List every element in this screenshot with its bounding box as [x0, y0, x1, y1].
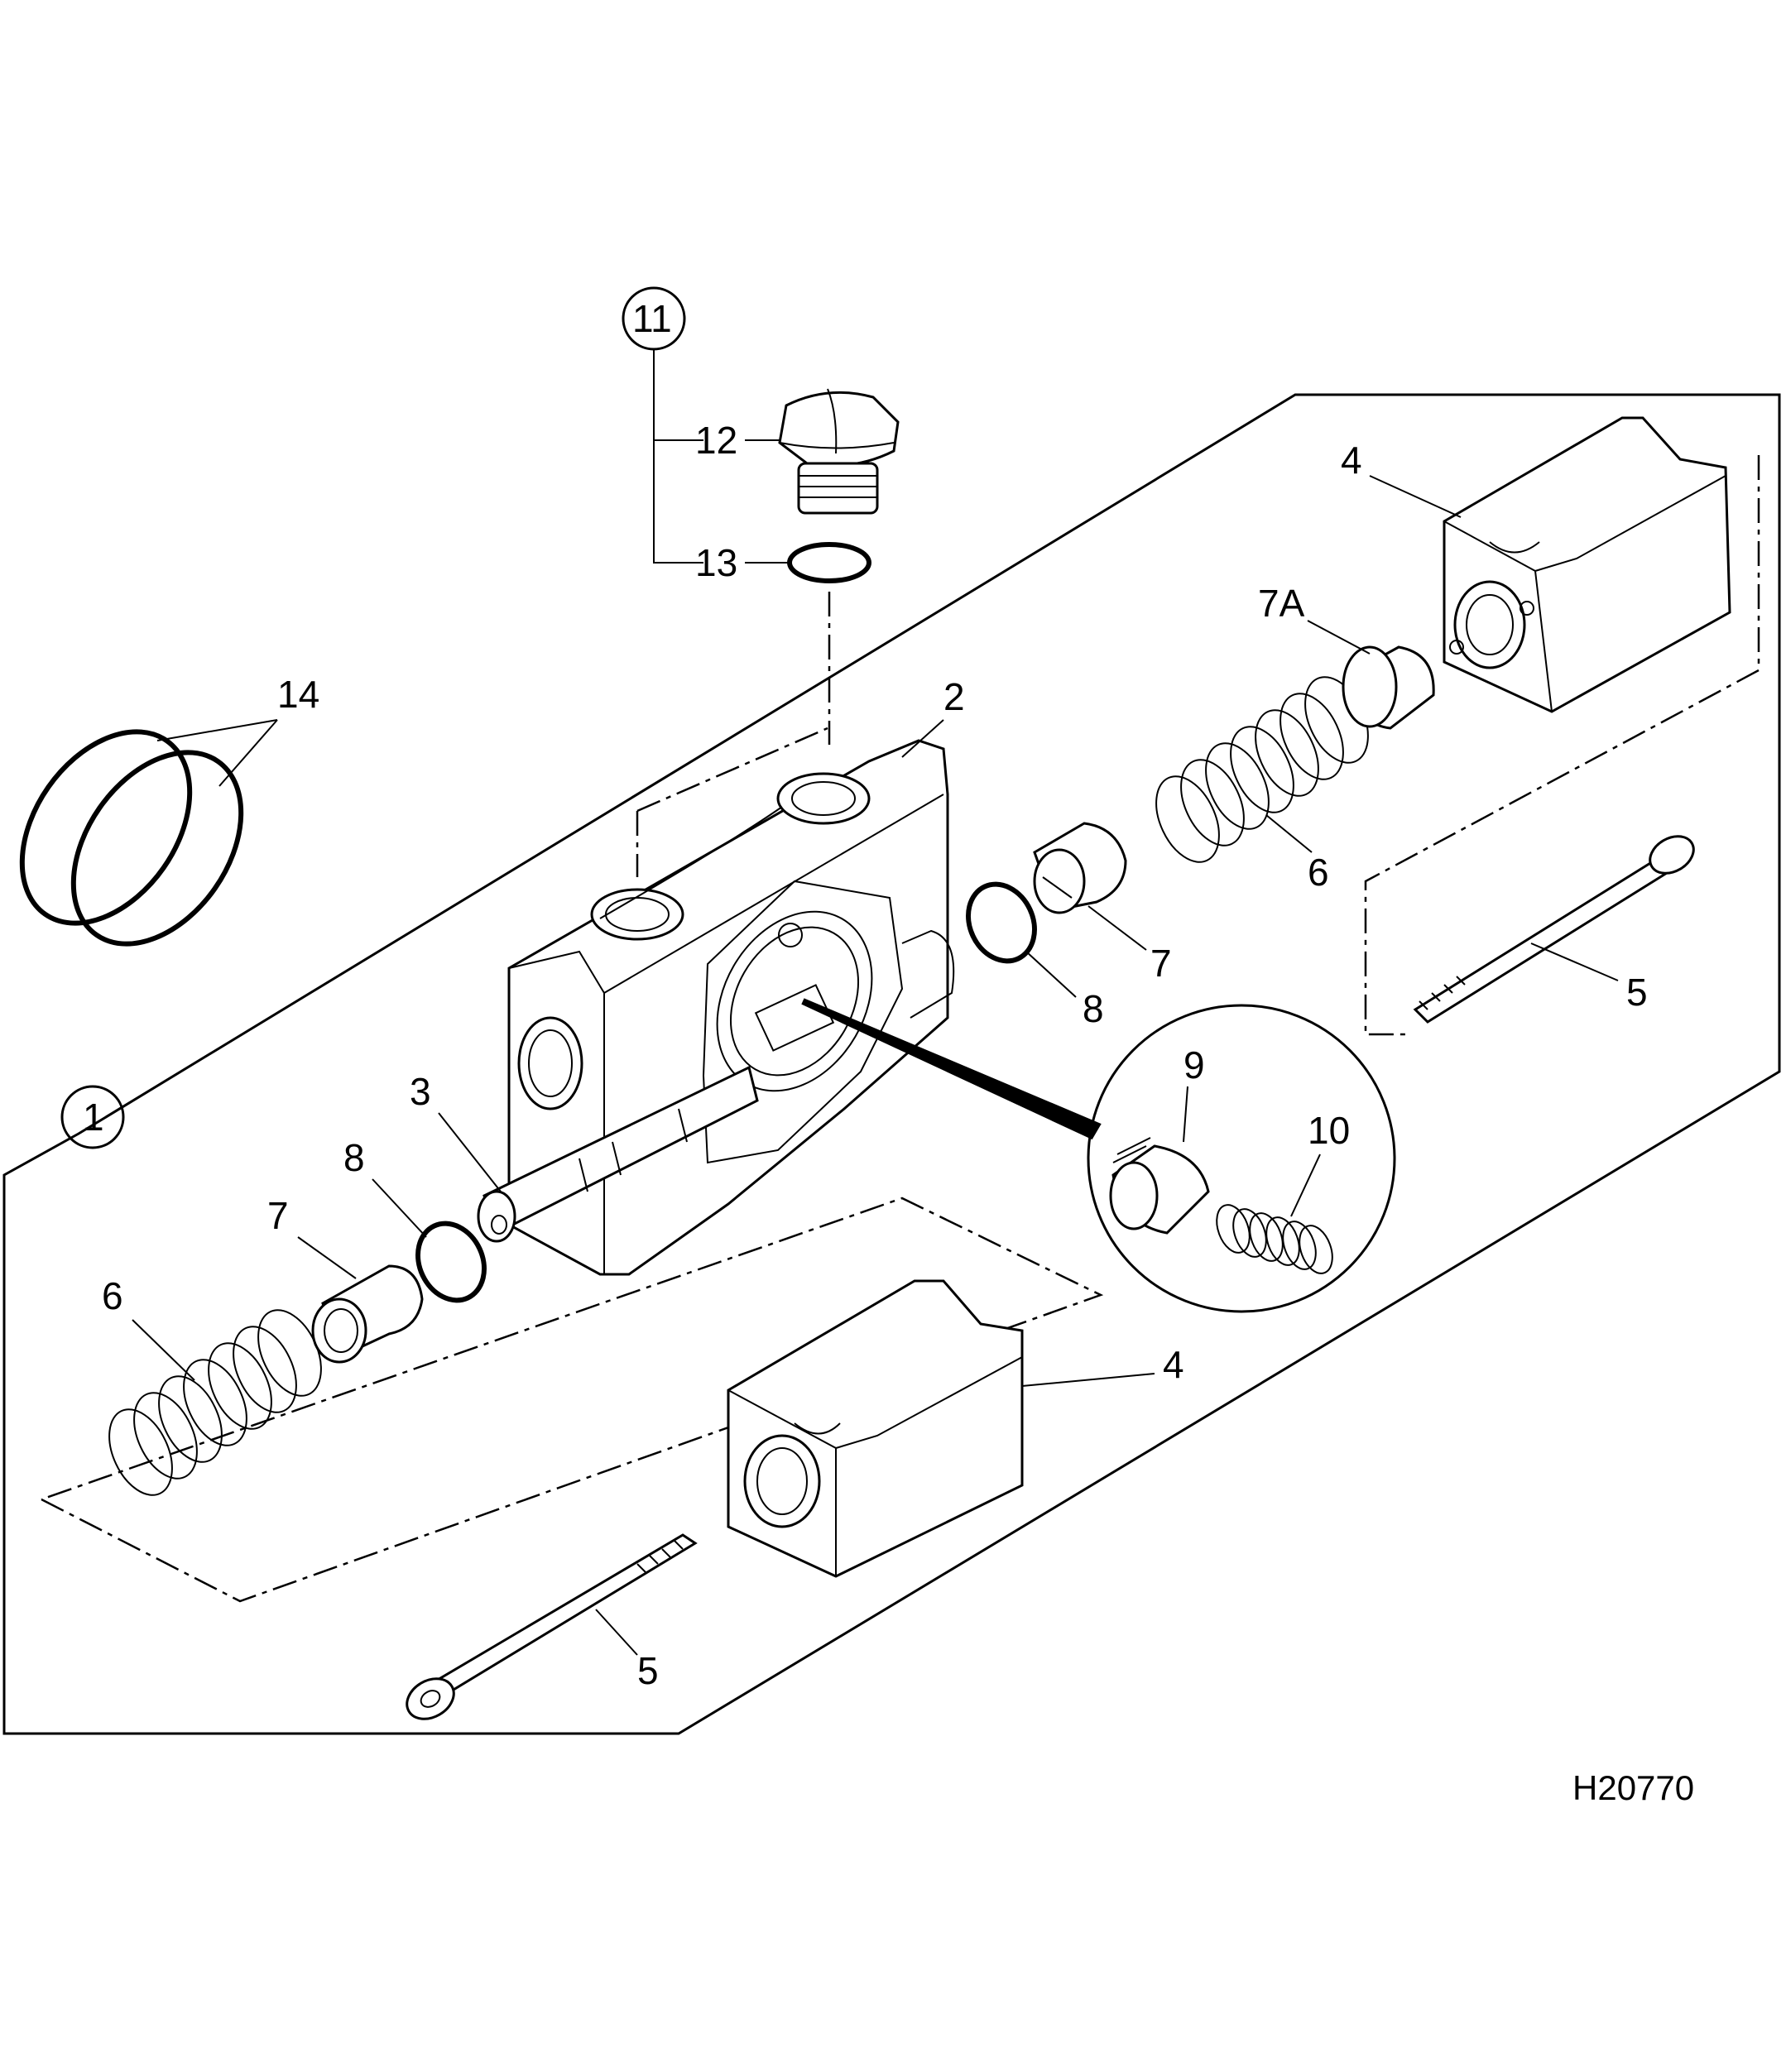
callout-11: 11 [632, 297, 672, 340]
part-12-plug [778, 388, 900, 515]
part-6-spring-right [1155, 676, 1369, 863]
detail-circle [1087, 1004, 1396, 1313]
assembly-boundary [2, 393, 1781, 1735]
callout-7-right: 7 [1150, 942, 1172, 985]
callout-5-upper: 5 [1626, 971, 1648, 1014]
part-4-end-cap-upper [1443, 416, 1731, 713]
part-8-o-ring-left [415, 1221, 487, 1303]
part-3-spool [477, 1065, 759, 1243]
callout-8-left: 8 [343, 1136, 365, 1179]
callout-10: 10 [1308, 1109, 1350, 1152]
callout-7-left: 7 [267, 1194, 289, 1237]
callout-13: 13 [695, 541, 737, 584]
callout-8-right: 8 [1083, 987, 1104, 1030]
detail-leader [801, 998, 1102, 1140]
part-14-o-rings [19, 729, 244, 947]
callout-7A: 7A [1258, 582, 1305, 625]
callout-2: 2 [943, 675, 965, 718]
part-10-spring [1216, 1204, 1333, 1274]
part-7-seat-left [311, 1264, 424, 1364]
part-7-seat-right [1033, 822, 1127, 914]
group-11-bracket [653, 349, 703, 564]
callout-14: 14 [277, 673, 319, 716]
part-5-bolt-upper [1413, 835, 1695, 1024]
part-8-o-ring-right [966, 881, 1037, 964]
callout-6-left: 6 [102, 1274, 123, 1317]
callout-1: 1 [83, 1096, 104, 1139]
callout-3: 3 [410, 1070, 431, 1113]
callout-1-circle [60, 1085, 125, 1149]
callout-4-lower: 4 [1163, 1343, 1184, 1386]
part-5-bolt-lower [406, 1533, 698, 1720]
callout-6-right: 6 [1308, 851, 1329, 894]
part-13-o-ring [787, 542, 871, 583]
callout-4-upper: 4 [1341, 439, 1362, 482]
part-9-check-valve [1109, 1137, 1210, 1235]
callout-12: 12 [695, 419, 737, 462]
part-2-valve-body [507, 739, 955, 1276]
callout-9: 9 [1183, 1043, 1205, 1086]
callout-5-lower: 5 [637, 1649, 659, 1692]
part-4-end-cap-lower [727, 1279, 1024, 1578]
part-7A-spacer [1342, 645, 1435, 730]
part-6-spring-left [108, 1309, 322, 1496]
figure-id: H20770 [1572, 1768, 1694, 1807]
